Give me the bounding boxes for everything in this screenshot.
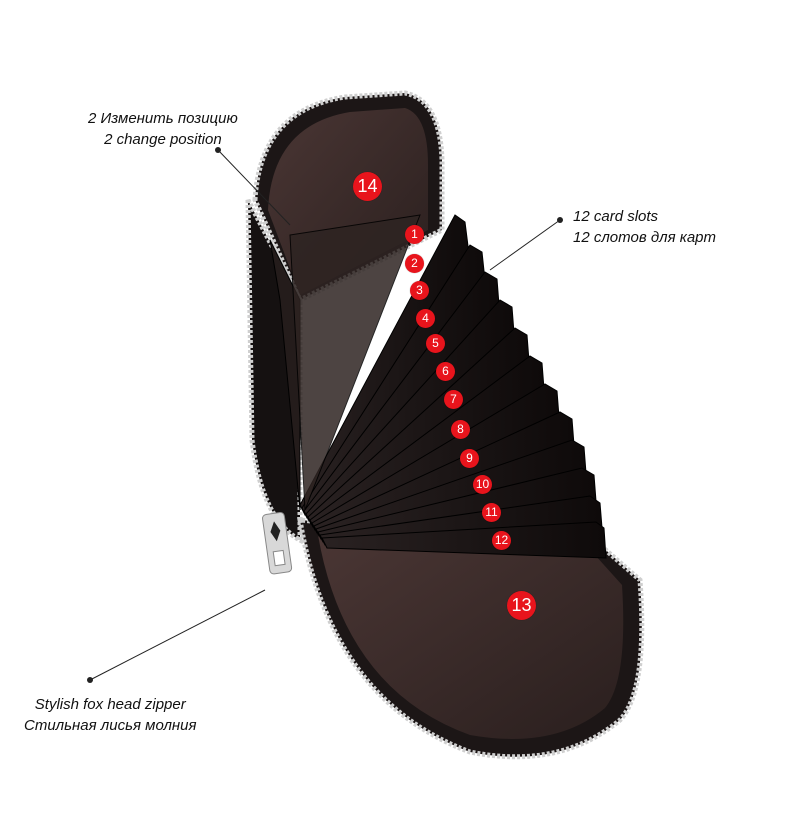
caption-change-position: 2 Изменить позицию 2 change position xyxy=(88,108,238,150)
slot-badge-4: 4 xyxy=(416,309,435,328)
slot-badge-1: 1 xyxy=(405,225,424,244)
slot-badge-11: 11 xyxy=(482,503,501,522)
pocket-badge-top: 14 xyxy=(353,172,382,201)
caption-zipper-ru: Стильная лисья молния xyxy=(24,717,197,734)
slot-badge-6: 6 xyxy=(436,362,455,381)
caption-card-slots-en: 12 card slots xyxy=(573,208,659,225)
leader-line-top-right xyxy=(489,219,561,271)
caption-change-position-en: 2 change position xyxy=(104,131,222,148)
slot-badge-8: 8 xyxy=(451,420,470,439)
slot-badge-10: 10 xyxy=(473,475,492,494)
caption-zipper-en: Stylish fox head zipper xyxy=(34,696,186,713)
caption-card-slots-ru: 12 слотов для карт xyxy=(573,229,717,246)
leader-line-bottom-left xyxy=(89,589,266,681)
slot-badge-9: 9 xyxy=(460,449,479,468)
card-slots-fan xyxy=(269,214,607,559)
leader-line-top-left xyxy=(217,149,291,226)
caption-change-position-ru: 2 Изменить позицию xyxy=(88,110,238,127)
slot-badge-7: 7 xyxy=(444,390,463,409)
caption-zipper: Stylish fox head zipper Стильная лисья м… xyxy=(24,694,197,736)
pocket-badge-bottom: 13 xyxy=(507,591,536,620)
slot-badge-3: 3 xyxy=(410,281,429,300)
wallet-bottom-lining xyxy=(318,535,624,739)
slot-badge-12: 12 xyxy=(492,531,511,550)
caption-card-slots: 12 card slots 12 слотов для карт xyxy=(573,206,716,248)
fox-zipper-pull xyxy=(262,511,293,575)
slot-badge-2: 2 xyxy=(405,254,424,273)
slot-badge-5: 5 xyxy=(426,334,445,353)
